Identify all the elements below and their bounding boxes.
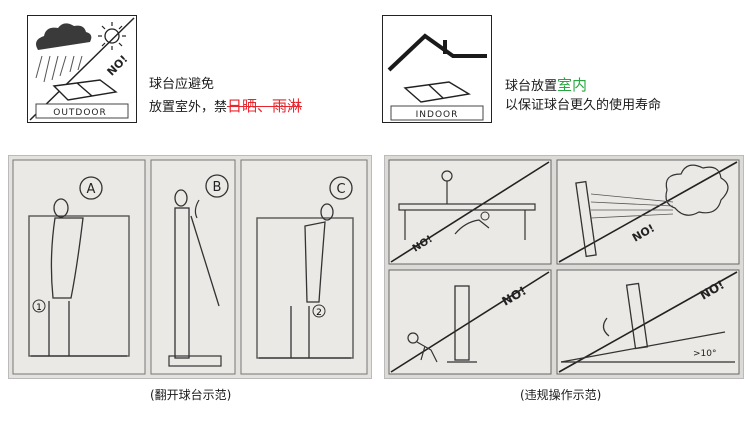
indoor-text-prefix: 球台放置	[505, 79, 558, 94]
indoor-highlight-text: 室内	[557, 76, 588, 94]
outdoor-warning-text: 日晒、雨淋	[227, 97, 303, 115]
outdoor-text-line1: 球台应避免	[149, 77, 215, 92]
indoor-label: INDOOR	[416, 110, 459, 120]
outdoor-text-line2: 放置室外，禁日晒、雨淋	[149, 97, 302, 117]
slope-angle-label: >10°	[693, 349, 717, 359]
step-a-label: A	[87, 182, 96, 197]
marker-1-label: 1	[36, 303, 42, 313]
violation-caption: (违规操作示范)	[520, 388, 602, 402]
step-b-label: B	[213, 180, 222, 195]
violation-demo-panel: NO! NO! NO! >10° NO!	[384, 155, 744, 379]
unfold-demo-illustration: A 1 B C 2	[12, 159, 368, 375]
unfold-caption: (翻开球台示范)	[150, 388, 232, 402]
outdoor-no-mark: NO!	[105, 53, 131, 79]
indoor-icon-frame: INDOOR	[382, 15, 492, 123]
step-c-label: C	[336, 182, 345, 197]
outdoor-scene-icon: OUTDOOR NO!	[29, 17, 135, 121]
unfold-demo-panel: A 1 B C 2	[8, 155, 372, 379]
indoor-text-line2: 以保证球台更久的使用寿命	[505, 98, 662, 113]
marker-2-label: 2	[316, 308, 322, 318]
outdoor-text-prefix: 放置室外，禁	[149, 100, 228, 115]
outdoor-icon-frame: OUTDOOR NO!	[27, 15, 137, 123]
indoor-scene-icon: INDOOR	[387, 33, 487, 121]
indoor-text-line1: 球台放置室内	[505, 76, 587, 96]
outdoor-label: OUTDOOR	[53, 108, 107, 118]
violation-demo-illustration: NO! NO! NO! >10° NO!	[388, 159, 740, 375]
